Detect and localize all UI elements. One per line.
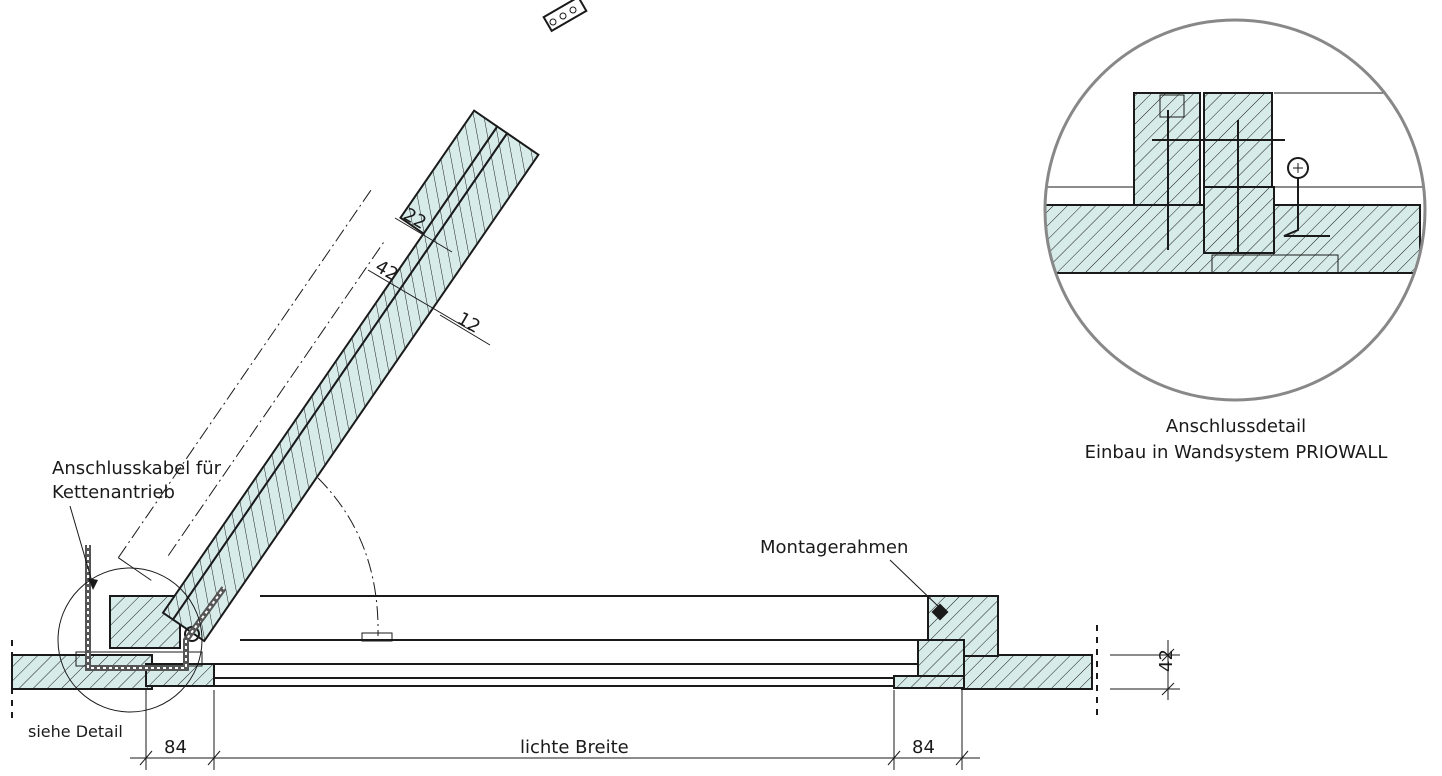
connection-detail bbox=[1043, 18, 1427, 402]
cable-leader bbox=[69, 505, 94, 586]
wall-right bbox=[961, 625, 1098, 720]
cable-arrow-icon bbox=[88, 578, 98, 590]
bottom-dimensions: 84 lichte Breite 84 bbox=[130, 690, 980, 770]
dim-right-frame: 84 bbox=[912, 737, 935, 758]
label-detail-ref: siehe Detail bbox=[28, 722, 123, 741]
dim-wall-thickness: 42 bbox=[1156, 649, 1177, 672]
detail-caption-line-2: Einbau in Wandsystem PRIOWALL bbox=[1085, 442, 1388, 463]
chain-actuator-icon bbox=[542, 0, 588, 33]
label-frame: Montagerahmen bbox=[760, 537, 908, 558]
frame-leader bbox=[889, 559, 941, 609]
label-cable-line-1: Anschlusskabel für bbox=[52, 458, 222, 479]
detail-circle bbox=[1043, 18, 1427, 402]
opening-arc bbox=[317, 477, 379, 637]
stop-plate bbox=[361, 632, 393, 642]
wall-left bbox=[11, 640, 153, 720]
frame-marker-icon bbox=[931, 603, 949, 621]
opened-leaf bbox=[117, 109, 540, 643]
mounting-frame-right bbox=[893, 595, 999, 689]
opening-lines bbox=[202, 595, 928, 687]
label-cable-line-2: Kettenantrieb bbox=[52, 482, 175, 503]
dim-left-frame: 84 bbox=[164, 737, 187, 758]
detail-caption-line-1: Anschlussdetail bbox=[1166, 416, 1306, 437]
dim-leaf-inner: 12 bbox=[454, 308, 484, 338]
hinge bbox=[85, 545, 227, 671]
dim-clear-width: lichte Breite bbox=[520, 737, 629, 758]
wall-dimension: 42 bbox=[1110, 640, 1180, 700]
detail-reference-circle bbox=[57, 567, 203, 713]
